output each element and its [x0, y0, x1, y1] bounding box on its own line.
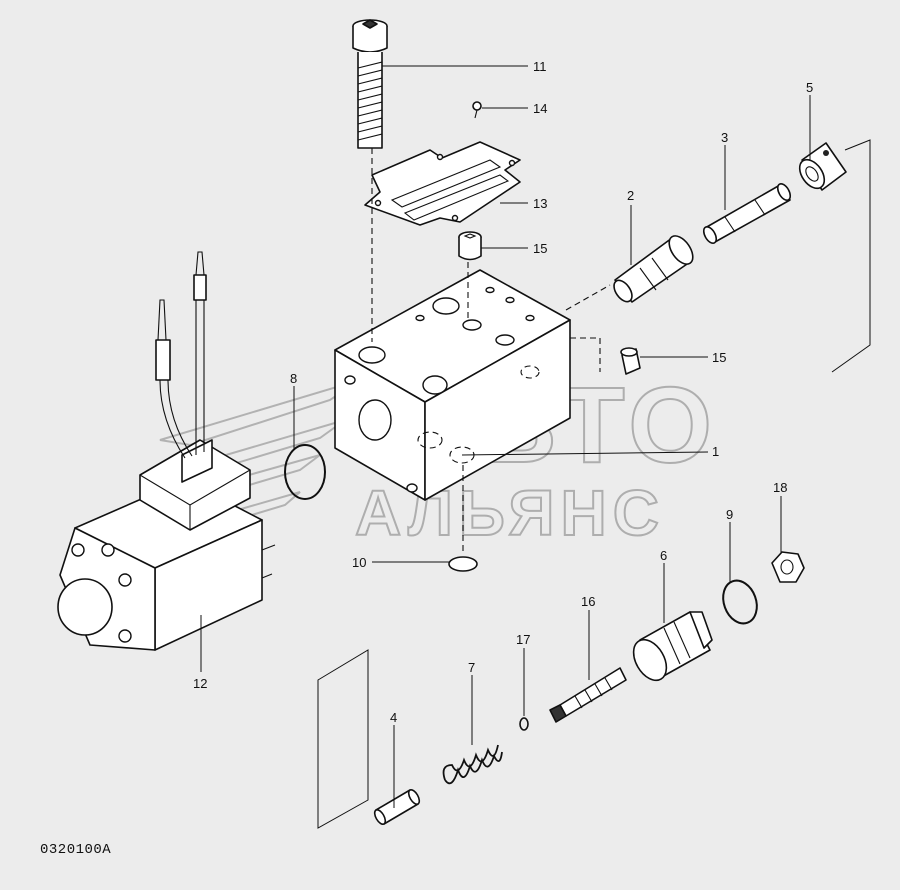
- callout-9: 9: [726, 507, 733, 522]
- part-3-spool: [702, 183, 792, 244]
- part-15-plug-side: [620, 347, 641, 375]
- callout-2: 2: [627, 188, 634, 203]
- callout-17: 17: [516, 632, 530, 647]
- callout-18: 18: [773, 480, 787, 495]
- callout-4: 4: [390, 710, 397, 725]
- part-12-connector: [139, 439, 251, 531]
- callout-1: 1: [712, 444, 719, 459]
- part-11-thread: [357, 61, 383, 141]
- callout-10: 10: [352, 555, 366, 570]
- callout-16: 16: [581, 594, 595, 609]
- part-17-o-ring: [519, 717, 529, 731]
- watermark-line2: АЛЬЯНС: [355, 477, 665, 549]
- part-2-valve-sleeve: [613, 235, 694, 303]
- part-9-o-ring: [722, 579, 758, 625]
- callout-labels: 1 2 3 4 5 6 7 8 9 10 11 12 13 14 15 15 1…: [193, 59, 813, 725]
- callout-15-top: 15: [533, 241, 547, 256]
- part-4-piston: [373, 788, 421, 826]
- callout-8: 8: [290, 371, 297, 386]
- drawing-id: 0320100A: [40, 842, 111, 858]
- part-12-wires: [155, 251, 207, 459]
- part-7-spring: [442, 744, 503, 785]
- bracket-lines: [317, 139, 871, 829]
- callout-7: 7: [468, 660, 475, 675]
- callout-15-side: 15: [712, 350, 726, 365]
- part-13-cover-plate: [364, 141, 521, 226]
- part-16-adjusting-screw: [549, 667, 627, 723]
- part-1-valve-body: [334, 269, 611, 501]
- part-14-pin: [472, 101, 482, 119]
- callout-3: 3: [721, 130, 728, 145]
- part-8-o-ring: [284, 444, 326, 500]
- part-15-plug-top: [458, 231, 482, 261]
- callout-13: 13: [533, 196, 547, 211]
- part-6-adjusting-plug: [632, 611, 713, 682]
- callout-11: 11: [533, 59, 547, 74]
- callout-14: 14: [533, 101, 547, 116]
- part-5-end-cap: [798, 142, 847, 191]
- part-12-solenoid: [57, 251, 276, 651]
- part-18-hex-nut: [771, 551, 805, 583]
- part-10-o-ring: [448, 556, 478, 572]
- callout-12: 12: [193, 676, 207, 691]
- leader-lines: [200, 65, 811, 808]
- callout-6: 6: [660, 548, 667, 563]
- part-11-cap-screw: [352, 19, 388, 149]
- callout-5: 5: [806, 80, 813, 95]
